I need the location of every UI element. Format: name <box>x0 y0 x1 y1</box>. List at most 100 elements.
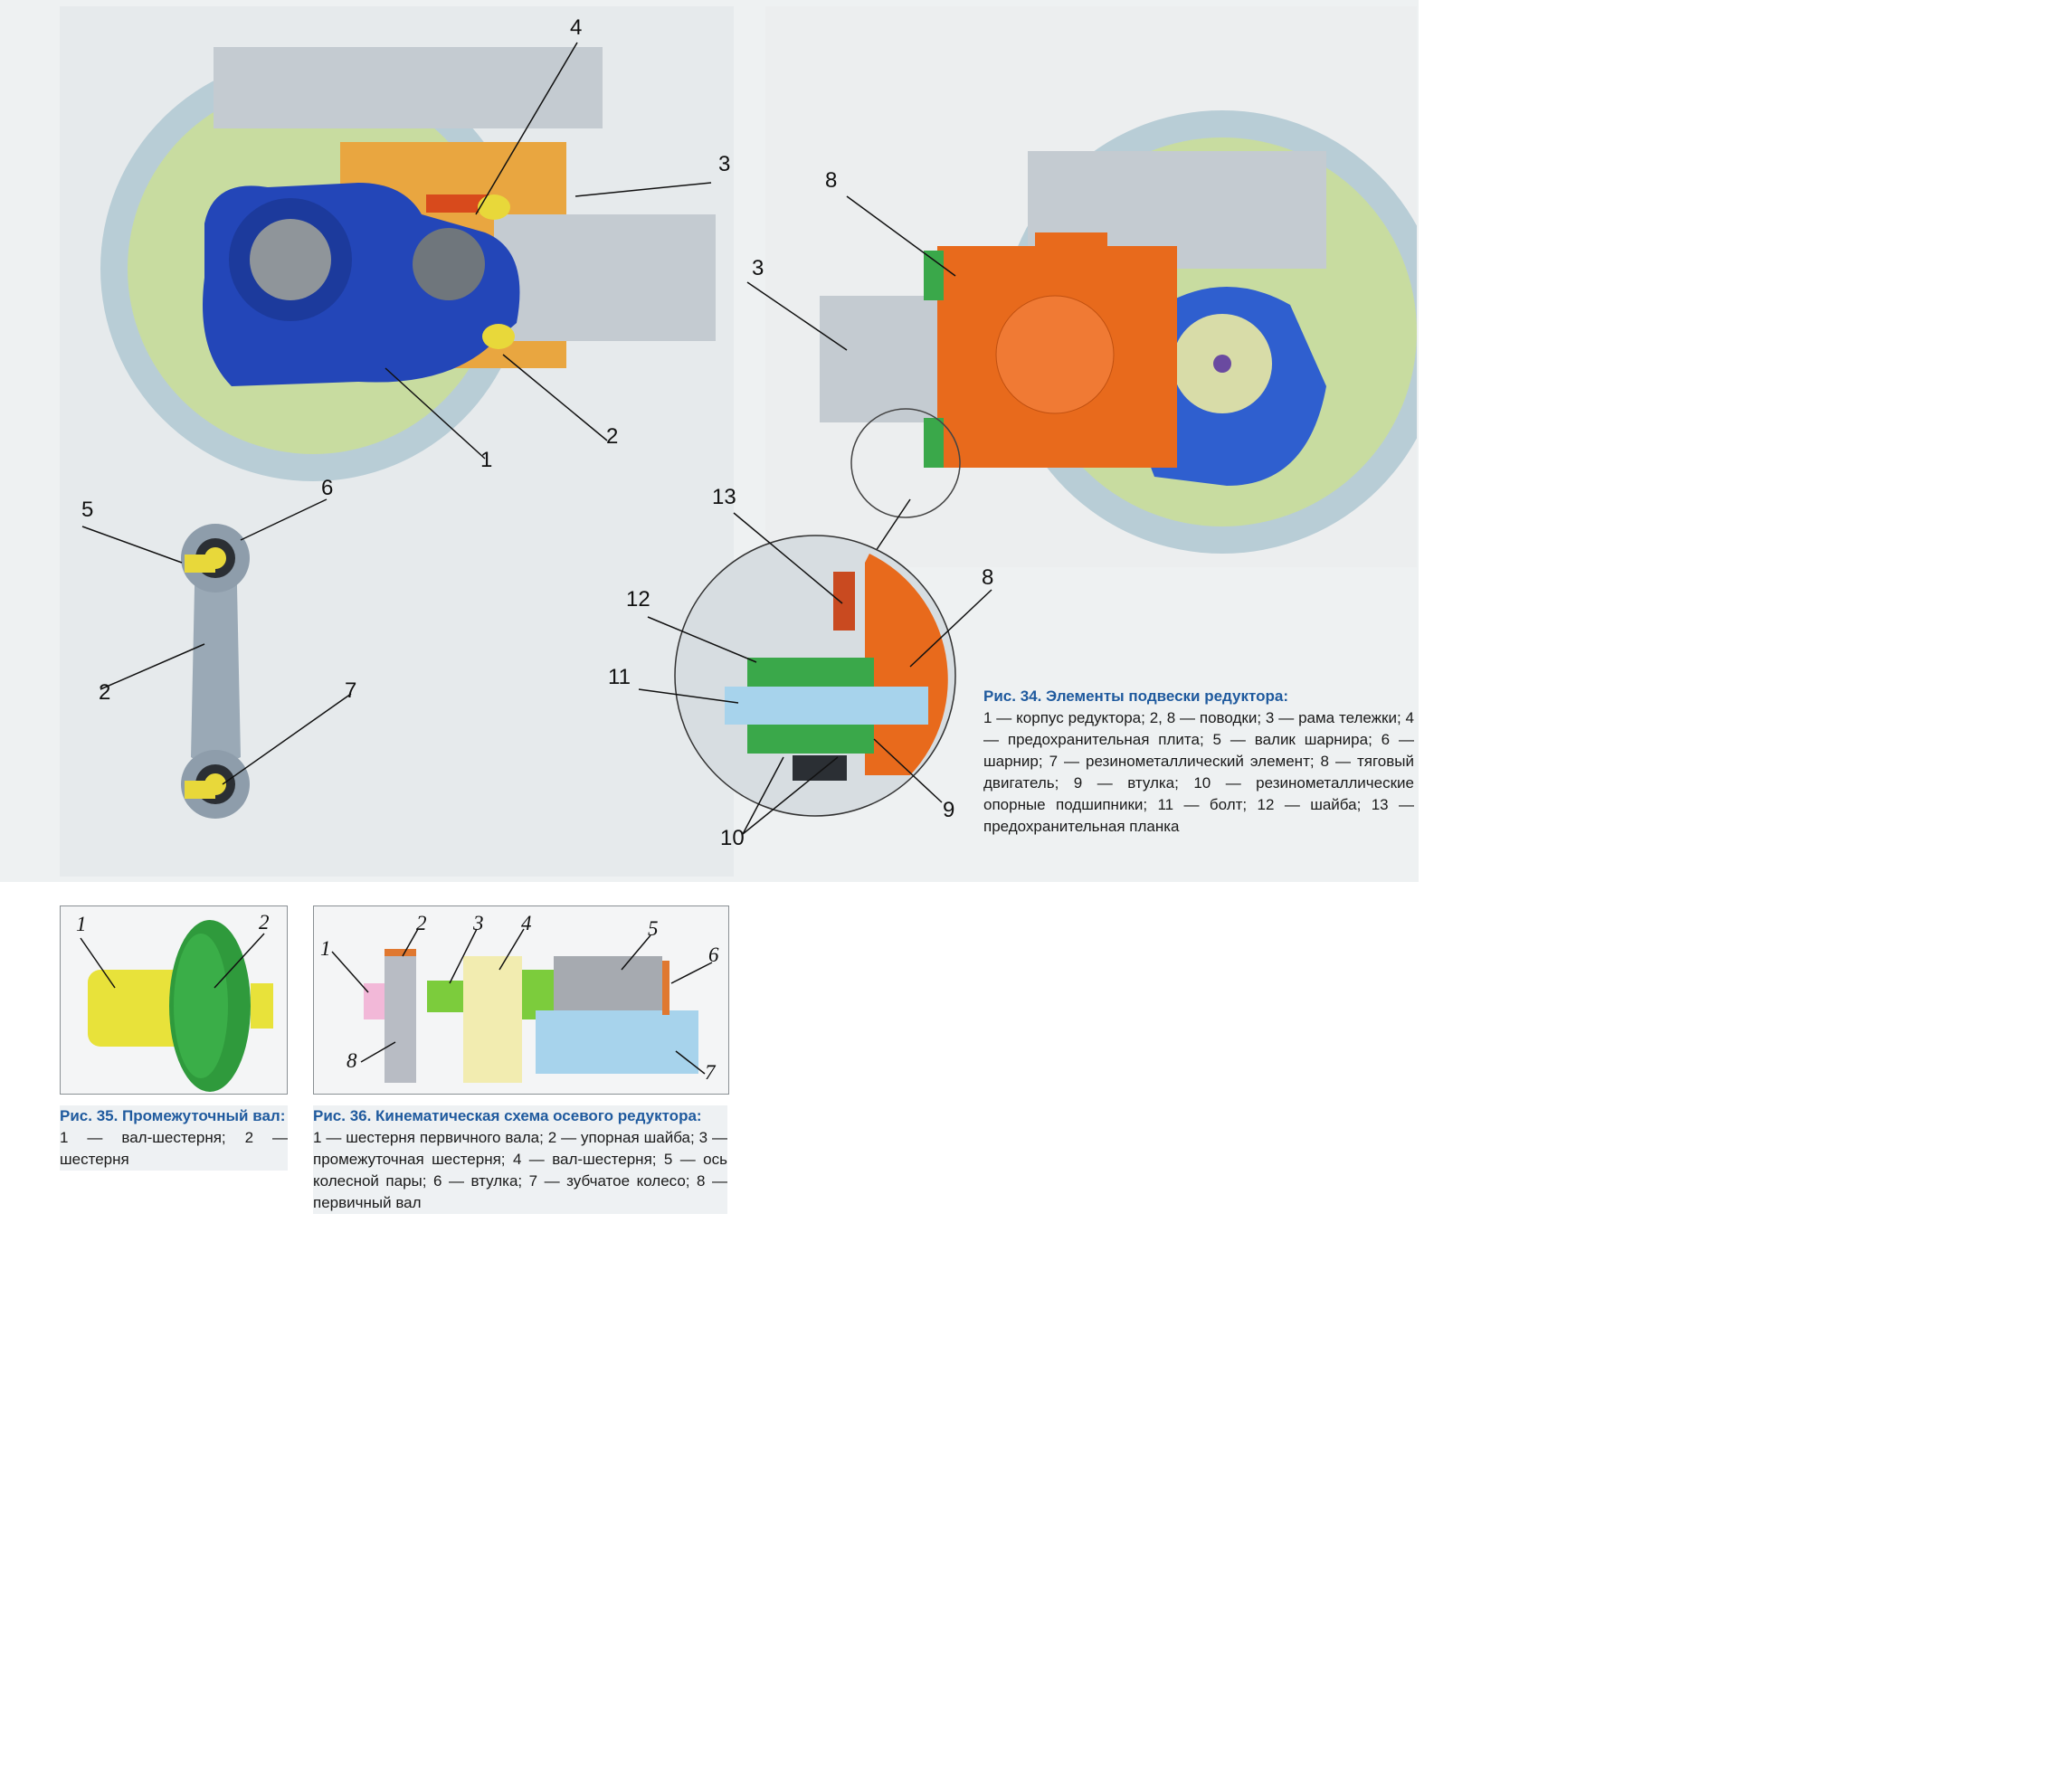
detail-bearing-lower-10 <box>747 725 874 754</box>
fig36-svg <box>331 928 713 1083</box>
frame-member-3-right <box>820 296 937 422</box>
leader-9 <box>873 738 943 803</box>
callout-10: 10 <box>720 826 745 850</box>
callout-5: 5 <box>81 498 94 522</box>
fig36-leader-8 <box>360 1041 396 1063</box>
leader-2-link <box>100 643 205 690</box>
frame-member-3-left <box>494 214 716 341</box>
leader-10b <box>742 756 839 835</box>
fig35-leader-2 <box>214 933 265 989</box>
leader-12 <box>647 616 757 663</box>
callout-2-left: 2 <box>606 424 619 449</box>
fig35-caption: Рис. 35. Промежуточный вал: 1 — вал-шест… <box>60 1105 288 1171</box>
leader-6 <box>240 498 328 541</box>
shaft-end-right <box>251 983 273 1029</box>
fig35-legend: 1 — вал-шестерня; 2 — шестерня <box>60 1129 288 1168</box>
fig34-svg <box>60 6 1417 877</box>
fig35-callout-2: 2 <box>259 911 270 934</box>
leader-3-left <box>574 182 712 197</box>
callout-8-right: 8 <box>825 168 838 193</box>
fig36-washer-2 <box>385 949 416 956</box>
fig36-leader-1 <box>331 951 369 993</box>
callout-4: 4 <box>570 15 583 40</box>
callout-11: 11 <box>608 665 631 689</box>
fig36-illustration <box>313 905 729 1095</box>
fig36-leader-2 <box>402 928 419 957</box>
leader-10a <box>742 756 784 835</box>
leader-5 <box>81 526 183 564</box>
leader-7 <box>222 693 352 785</box>
link-lower-right <box>924 418 944 468</box>
safety-plate-4 <box>426 194 489 213</box>
detail-marker-circle <box>850 408 961 518</box>
gearbox-cover-small <box>413 228 485 300</box>
fig36-axle-5 <box>554 956 662 1019</box>
fig36-bushing-6 <box>662 961 669 1015</box>
leader-8-detail <box>909 589 992 668</box>
motor-terminal-box <box>1035 232 1107 260</box>
leader-8-right <box>846 195 956 277</box>
link-upper-left <box>478 194 510 220</box>
fig36-callout-5: 5 <box>648 917 659 940</box>
fig36-leader-3 <box>449 928 478 984</box>
detail-bushing-9 <box>793 755 847 781</box>
bogie-frame-top-left <box>214 47 603 128</box>
callout-2-link: 2 <box>99 680 111 705</box>
callout-12: 12 <box>626 587 650 612</box>
fig35-title: Рис. 35. Промежуточный вал: <box>60 1107 286 1124</box>
fig34-legend: 1 — корпус редуктора; 2, 8 — поводки; 3 … <box>983 709 1414 835</box>
fig34-caption: Рис. 34. Элементы подвески редуктора: 1 … <box>983 686 1414 838</box>
fig35-svg <box>80 920 273 1092</box>
gearbox-right-center <box>1213 355 1231 373</box>
fig36-callout-1: 1 <box>320 937 331 960</box>
fig36-shaft-8 <box>385 952 416 1083</box>
fig36-callout-2: 2 <box>416 912 427 934</box>
fig36-leader-7 <box>675 1050 706 1075</box>
fig36-legend: 1 — шестерня первичного вала; 2 — упорна… <box>313 1129 727 1211</box>
fig36-callout-3: 3 <box>473 912 484 934</box>
fig35-leader-1 <box>80 937 116 989</box>
fig36-leader-5 <box>621 934 651 971</box>
callout-1: 1 <box>480 448 493 472</box>
fig36-leader-4 <box>499 928 525 971</box>
leader-1 <box>385 367 486 460</box>
fig34-illustration <box>60 6 1417 877</box>
fig36-callout-8: 8 <box>347 1049 357 1072</box>
callout-8-detail: 8 <box>982 565 994 590</box>
callout-7: 7 <box>345 678 357 703</box>
fig36-callout-4: 4 <box>521 912 532 934</box>
leader-2-left <box>502 354 608 441</box>
link-lower-left <box>482 324 515 349</box>
leader-13 <box>733 512 843 604</box>
leader-4 <box>475 42 578 215</box>
pinion-shaft-1 <box>88 970 196 1047</box>
fig36-callout-6: 6 <box>708 943 719 966</box>
callout-9: 9 <box>943 798 955 822</box>
fig36-callout-7: 7 <box>705 1061 716 1084</box>
detail-safety-strip-13 <box>833 572 855 631</box>
leader-3-right <box>746 281 848 351</box>
detail-bearing-upper-10 <box>747 658 874 687</box>
fig36-intermediate-gear-3 <box>427 981 463 1012</box>
gear-2-face <box>174 934 228 1078</box>
callout-6: 6 <box>321 476 334 500</box>
fig34-title: Рис. 34. Элементы подвески редуктора: <box>983 687 1288 705</box>
fig36-title: Рис. 36. Кинематическая схема осевого ре… <box>313 1107 702 1124</box>
fig36-leader-6 <box>670 962 713 984</box>
fig36-gear-wheel-7 <box>536 1010 698 1074</box>
gearbox-bearing-large <box>250 219 331 300</box>
detail-bolt-11 <box>725 687 928 725</box>
fig35-callout-1: 1 <box>76 913 87 935</box>
leader-11 <box>638 688 739 704</box>
link-upper-right <box>924 251 944 300</box>
motor-end-shield <box>995 295 1115 414</box>
callout-3-right: 3 <box>752 256 764 280</box>
callout-13: 13 <box>712 485 736 509</box>
link-rod-2 <box>191 531 241 771</box>
fig36-pinion-shaft-4 <box>463 956 522 1083</box>
pin-bottom-end <box>185 781 215 799</box>
fig36-caption: Рис. 36. Кинематическая схема осевого ре… <box>313 1105 727 1214</box>
callout-3-left: 3 <box>718 152 731 176</box>
fig35-illustration <box>60 905 288 1095</box>
fig36-pinion-1 <box>364 983 386 1019</box>
